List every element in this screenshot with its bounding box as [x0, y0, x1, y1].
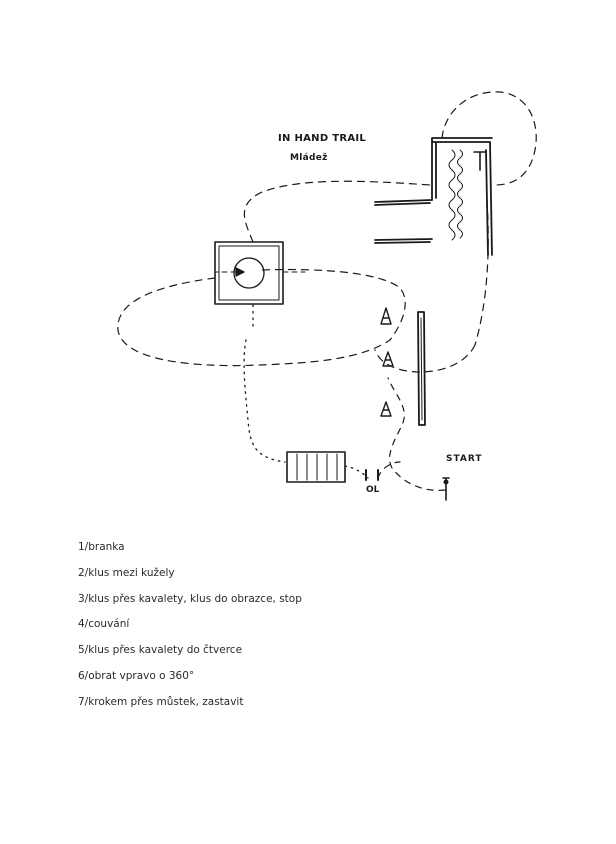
cavaletti-pole-1 [374, 199, 433, 206]
turn-arrow [235, 267, 245, 277]
step-3: 3/klus přes kavalety, klus do obrazce, s… [78, 592, 302, 605]
route-dashed-to-start [377, 461, 401, 479]
bridge-rail [417, 311, 426, 426]
turn-circle [233, 257, 265, 289]
route-dashed-cone-loop [374, 344, 476, 373]
step-7: 7/krokem přes můstek, zastavit [78, 695, 244, 708]
start-label: START [446, 454, 483, 464]
bridge-box [286, 451, 346, 483]
step-5: 5/klus přes kavalety do čtverce [78, 644, 243, 657]
turn-square [214, 241, 284, 305]
route-dashed-right [474, 199, 489, 346]
cavaletti-pole-2 [374, 238, 433, 244]
cone-1 [380, 307, 392, 325]
backing-t-marker [473, 151, 487, 171]
step-2: 2/klus mezi kužely [78, 566, 175, 579]
diagram-subtitle: Mládež [290, 153, 328, 163]
route-dotted [243, 304, 286, 463]
step-6: 6/obrat vpravo o 360° [78, 669, 195, 682]
backing-l-box [431, 137, 493, 256]
route-dashed-oval [117, 268, 406, 367]
steps-list: 1/branka 2/klus mezi kužely 3/klus přes … [78, 540, 302, 721]
route-dotted-bridge [344, 465, 369, 479]
turn-square-inner [218, 245, 280, 301]
ol-label: OL [366, 485, 380, 495]
step-1: 1/branka [78, 541, 125, 553]
trail-course-diagram [117, 91, 537, 501]
route-dashed-top-loop [441, 91, 537, 186]
cone-2 [382, 351, 394, 367]
step-4: 4/couvání [78, 618, 130, 631]
cone-3 [380, 401, 392, 417]
backing-rail-zigzag-2 [457, 149, 463, 239]
backing-rail-zigzag [448, 149, 456, 241]
diagram-title: IN HAND TRAIL [278, 133, 367, 144]
route-dashed-start [387, 377, 446, 491]
route-dashed-upper [243, 180, 431, 243]
